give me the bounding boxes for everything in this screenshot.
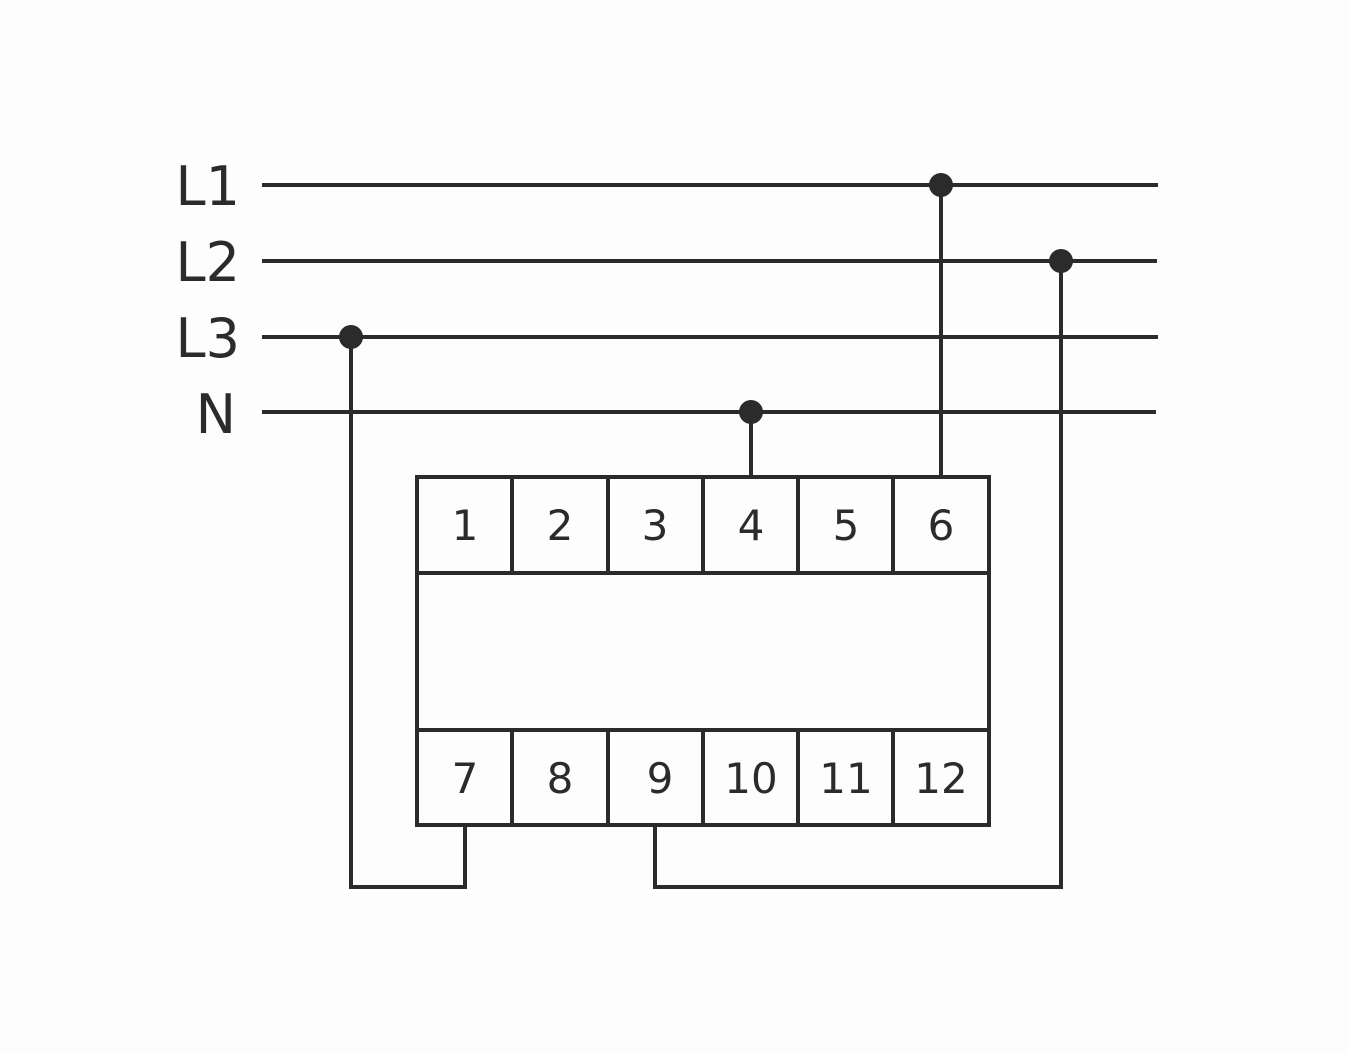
line-label-l3: L3	[176, 307, 240, 370]
terminal-2: 2	[547, 501, 574, 550]
terminal-3: 3	[642, 501, 669, 550]
junction-dot-n	[739, 400, 763, 424]
terminal-9: 9	[647, 754, 674, 803]
terminal-6: 6	[928, 501, 955, 550]
terminal-11: 11	[819, 754, 872, 803]
terminal-1: 1	[452, 501, 479, 550]
terminal-4: 4	[738, 501, 765, 550]
line-label-l1: L1	[176, 155, 240, 218]
line-label-l2: L2	[176, 231, 240, 294]
line-label-n: N	[196, 383, 236, 446]
terminal-5: 5	[833, 501, 860, 550]
junction-dot-l1	[929, 173, 953, 197]
junction-dot-l3	[339, 325, 363, 349]
wire-l3-to-terminal-7	[349, 337, 467, 889]
wire-l2-to-terminal-9	[653, 261, 1063, 889]
terminal-8: 8	[547, 754, 574, 803]
terminal-7: 7	[452, 754, 479, 803]
terminal-12: 12	[914, 754, 967, 803]
terminal-10: 10	[724, 754, 777, 803]
junction-dot-l2	[1049, 249, 1073, 273]
